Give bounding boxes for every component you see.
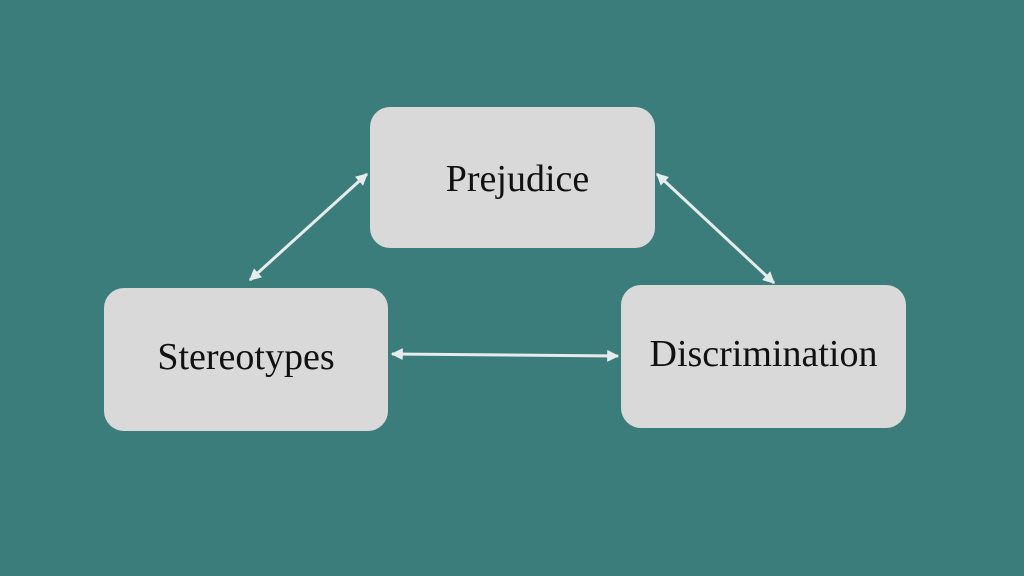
arrow-prejudice-stereotypes	[248, 172, 369, 282]
node-stereotypes-label: Stereotypes	[157, 335, 335, 378]
arrow-prejudice-discrimination	[655, 172, 776, 285]
node-prejudice: Prejudice	[370, 107, 655, 248]
node-stereotypes: Stereotypes	[104, 288, 388, 431]
node-discrimination-label: Discrimination	[649, 332, 878, 375]
node-prejudice-label: Prejudice	[445, 158, 590, 200]
node-discrimination: Discrimination	[621, 285, 906, 428]
arrow-stereotypes-discrimination	[390, 348, 620, 362]
